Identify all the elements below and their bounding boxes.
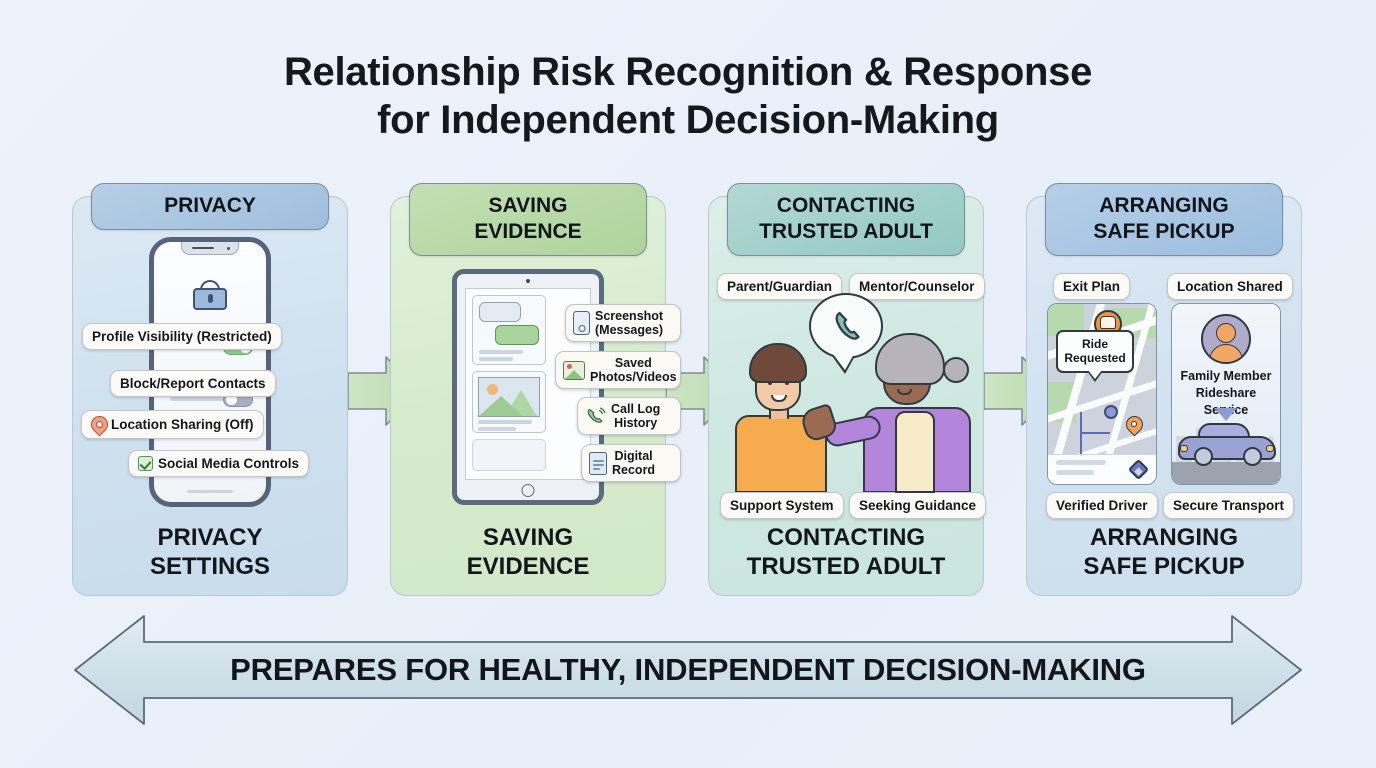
chip-screenshot-messages[interactable]: Screenshot (Messages) (565, 304, 681, 342)
footer-line-2: SAFE PICKUP (1083, 553, 1245, 580)
chip-profile-visibility[interactable]: Profile Visibility (Restricted) (82, 323, 282, 350)
chip-label: Verified Driver (1056, 498, 1148, 513)
chip-support-system[interactable]: Support System (720, 492, 844, 519)
header-line-1: ARRANGING (1099, 194, 1229, 217)
phone-call-icon (585, 406, 606, 427)
panels-row: PRIVACY Profile Visibility (Restricted) … (72, 183, 1304, 596)
chip-digital-record[interactable]: Digital Record (581, 444, 681, 482)
photo-thumbnail-icon (478, 377, 540, 417)
document-icon (589, 451, 607, 475)
header-line-2: SAFE PICKUP (1093, 220, 1235, 243)
chip-location-shared[interactable]: Location Shared (1167, 273, 1293, 300)
chip-label: Location Sharing (Off) (111, 417, 254, 432)
message-thread-card (472, 295, 546, 365)
footer-line-1: PRIVACY (157, 524, 263, 551)
chip-verified-driver[interactable]: Verified Driver (1046, 492, 1158, 519)
checkbox-checked-icon (138, 456, 153, 471)
chip-secure-transport[interactable]: Secure Transport (1163, 492, 1295, 519)
footer-line-1: ARRANGING (1090, 524, 1238, 551)
chip-label: Social Media Controls (158, 456, 300, 471)
chip-location-sharing[interactable]: Location Sharing (Off) (81, 410, 264, 439)
chip-exit-plan[interactable]: Exit Plan (1053, 273, 1131, 300)
panel-contacting-footer: CONTACTING TRUSTED ADULT (709, 523, 983, 581)
chip-label: Location Shared (1177, 279, 1283, 294)
phone-notch (181, 242, 239, 255)
phone-home-indicator (187, 489, 233, 493)
car-icon (1178, 423, 1276, 466)
location-pin-icon (91, 416, 106, 433)
panel-saving-evidence[interactable]: SAVING EVIDENCE (390, 183, 681, 596)
lock-icon (193, 280, 227, 310)
chip-label: Call Log History (611, 402, 661, 430)
map-card[interactable]: Ride Requested (1047, 303, 1157, 485)
chip-label: Parent/Guardian (727, 279, 833, 294)
rideshare-card[interactable]: Family Member Rideshare Service (1171, 303, 1281, 485)
chip-label: Support System (730, 498, 834, 513)
callout-line-2: Requested (1064, 351, 1126, 365)
route-origin-dot (1104, 405, 1118, 419)
chip-label: Block/Report Contacts (120, 376, 266, 391)
chip-label: Digital Record (612, 449, 656, 477)
chip-label: Seeking Guidance (859, 498, 977, 513)
photo-icon (563, 360, 585, 380)
panel-privacy-footer: PRIVACY SETTINGS (73, 523, 347, 581)
road-strip (1172, 462, 1280, 484)
panel-arranging-header: ARRANGING SAFE PICKUP (1045, 183, 1283, 256)
panel-saving-evidence-footer: SAVING EVIDENCE (391, 523, 665, 581)
photo-post-card (472, 371, 546, 433)
partial-card (472, 439, 546, 471)
chip-label: Screenshot (Messages) (595, 309, 664, 337)
avatar-icon (1201, 314, 1251, 364)
adult-figure (798, 333, 973, 493)
tablet-camera-icon (526, 279, 530, 283)
chip-label: Profile Visibility (Restricted) (92, 329, 272, 344)
chip-parent-guardian[interactable]: Parent/Guardian (717, 273, 843, 300)
title-line-2: for Independent Decision-Making (377, 98, 999, 142)
chip-label: Saved Photos/Videos (590, 356, 677, 384)
speech-bubble-icon (809, 293, 883, 374)
page-title: Relationship Risk Recognition & Response… (0, 48, 1376, 144)
tablet-home-button[interactable] (521, 484, 535, 497)
chip-block-report[interactable]: Block/Report Contacts (110, 370, 276, 397)
card-line-1: Family Member (1180, 369, 1272, 383)
chip-saved-photos-videos[interactable]: Saved Photos/Videos (555, 351, 681, 389)
chip-social-media-controls[interactable]: Social Media Controls (128, 450, 310, 477)
chip-label: Mentor/Counselor (859, 279, 975, 294)
phone-handset-icon (827, 307, 865, 345)
panel-arranging-safe-pickup[interactable]: ARRANGING SAFE PICKUP Exit Plan Location… (1026, 183, 1302, 596)
footer-line-1: CONTACTING (766, 524, 926, 551)
footer-line-2: EVIDENCE (466, 553, 590, 580)
chip-seeking-guidance[interactable]: Seeking Guidance (849, 492, 987, 519)
panel-privacy[interactable]: PRIVACY Profile Visibility (Restricted) … (72, 183, 348, 596)
banner-text: PREPARES FOR HEALTHY, INDEPENDENT DECISI… (230, 652, 1146, 687)
header-line-1: CONTACTING (776, 194, 916, 217)
chip-label: Secure Transport (1173, 498, 1285, 513)
bottom-banner: PREPARES FOR HEALTHY, INDEPENDENT DECISI… (72, 612, 1304, 728)
car-pin-icon (1088, 304, 1128, 344)
callout-line-1: Ride (1081, 337, 1108, 351)
footer-line-1: SAVING (482, 524, 574, 551)
triangle-down-icon (1215, 408, 1237, 421)
smartphone-icon (573, 311, 590, 335)
panel-contacting-header: CONTACTING TRUSTED ADULT (727, 183, 965, 256)
chip-mentor-counselor[interactable]: Mentor/Counselor (849, 273, 985, 300)
panel-privacy-header: PRIVACY (91, 183, 329, 230)
chip-call-log-history[interactable]: Call Log History (577, 397, 681, 435)
header-line-1: SAVING (488, 194, 568, 217)
double-headed-horizontal-arrow-icon (74, 615, 1302, 725)
panel-saving-evidence-header: SAVING EVIDENCE (409, 183, 647, 256)
footer-line-2: TRUSTED ADULT (746, 553, 946, 580)
map-pin-icon (1122, 412, 1147, 437)
people-illustration (709, 293, 983, 493)
ride-requested-callout: Ride Requested (1056, 330, 1134, 382)
panel-contacting-trusted-adult[interactable]: CONTACTING TRUSTED ADULT Parent/Guardian… (708, 183, 987, 596)
chip-label: Exit Plan (1063, 279, 1121, 294)
footer-line-2: SETTINGS (149, 553, 270, 580)
header-line-2: EVIDENCE (474, 220, 582, 243)
header-line-2: TRUSTED ADULT (759, 220, 933, 243)
panel-arranging-footer: ARRANGING SAFE PICKUP (1027, 523, 1301, 581)
title-line-1: Relationship Risk Recognition & Response (283, 50, 1093, 94)
